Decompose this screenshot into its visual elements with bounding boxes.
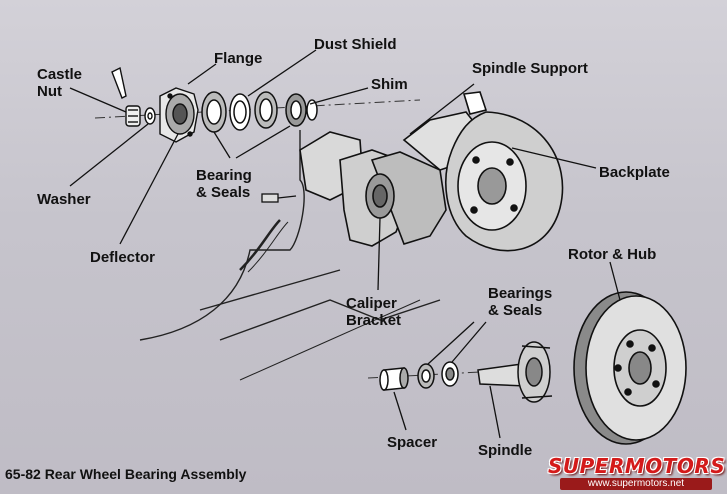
leader-spindle xyxy=(489,385,501,439)
leader-washer xyxy=(69,123,149,187)
leader-rotor-hub xyxy=(609,261,621,301)
leader-deflector xyxy=(119,133,179,245)
label-flange: Flange xyxy=(214,50,263,67)
label-backplate: Backplate xyxy=(599,164,670,181)
rotor-hub-part xyxy=(573,291,687,445)
leader-dust-shield xyxy=(247,49,317,97)
leader-lower-bearing-1 xyxy=(427,321,475,365)
watermark-brand: SUPERMOTORS xyxy=(548,454,726,478)
leader-flange xyxy=(187,63,217,85)
vehicle-frame-lines xyxy=(139,130,441,381)
lower-bearing-2 xyxy=(441,361,459,387)
label-spindle-support: Spindle Support xyxy=(472,60,588,77)
leader-castle-nut xyxy=(69,87,127,113)
label-spacer: Spacer xyxy=(387,434,438,451)
leader-lower-bearing-2 xyxy=(451,321,487,363)
spacer-part xyxy=(379,367,409,391)
supermotors-watermark: SUPERMOTORS www.supermotors.net xyxy=(548,454,726,491)
label-caliper-bracket: Caliper Bracket xyxy=(346,295,402,329)
label-spindle: Spindle xyxy=(478,442,533,459)
leader-bearing-2 xyxy=(235,125,291,159)
spindle-part xyxy=(477,341,553,403)
washer-part xyxy=(144,107,156,125)
leader-spindle-support xyxy=(409,83,475,135)
bearing-ring-1 xyxy=(201,91,227,133)
leader-backplate xyxy=(511,147,597,169)
label-bearings-seals-lower: Bearings & Seals xyxy=(488,285,553,319)
castle-nut-part xyxy=(111,66,141,127)
watermark-url: www.supermotors.net xyxy=(560,478,712,490)
leader-spacer xyxy=(393,391,407,431)
figure-caption: 65-82 Rear Wheel Bearing Assembly xyxy=(5,466,247,482)
label-castle-nut: Castle Nut xyxy=(37,66,83,100)
label-shim: Shim xyxy=(371,76,408,93)
label-dust-shield: Dust Shield xyxy=(314,36,397,53)
flange-part xyxy=(159,87,199,143)
axle-housing xyxy=(299,91,488,247)
leader-shim xyxy=(309,87,369,105)
leader-caliper-bracket xyxy=(377,217,381,291)
shim-ring xyxy=(285,93,318,127)
backplate-part xyxy=(445,111,564,252)
label-rotor-hub: Rotor & Hub xyxy=(568,246,657,263)
label-washer: Washer xyxy=(37,191,91,208)
leader-bearing-1 xyxy=(213,131,231,159)
dust-shield-ring xyxy=(229,93,251,131)
label-bearing-seals-upper: Bearing & Seals xyxy=(196,167,252,201)
mounting-bolt xyxy=(261,193,297,203)
leader-lines xyxy=(69,49,621,439)
label-deflector: Deflector xyxy=(90,249,156,266)
lower-bearing-1 xyxy=(417,363,435,389)
bearing-ring-2 xyxy=(254,91,278,129)
